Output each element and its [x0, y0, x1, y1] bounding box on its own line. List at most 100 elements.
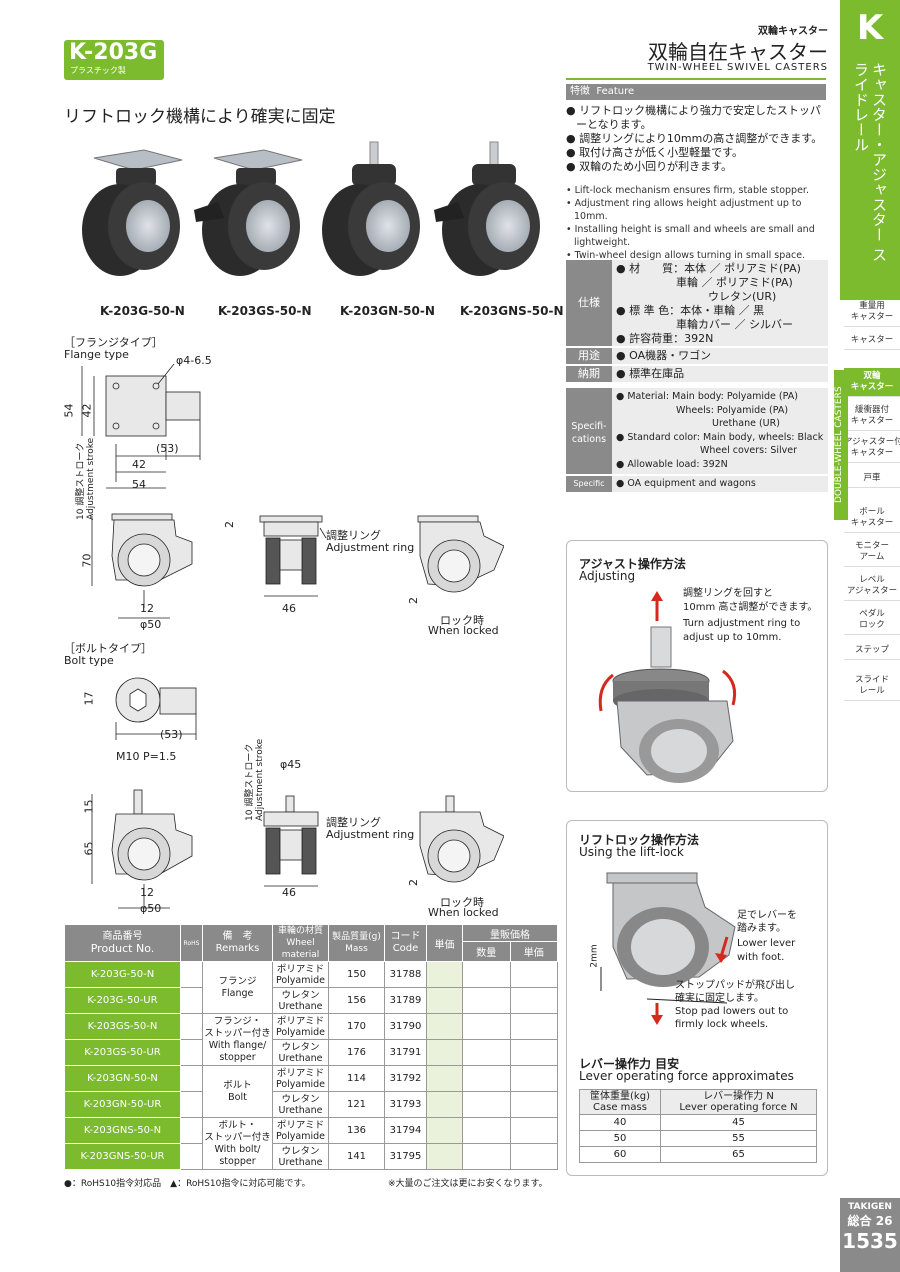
dim-17: 17 [82, 691, 96, 706]
lever-cell: 40 [578, 1114, 662, 1131]
product-name-2: K-203GS-50-N [218, 304, 312, 318]
spec-en-label: Specifi-cations [566, 388, 612, 474]
product-no-cell: K-203GNS-50-UR [64, 1143, 181, 1170]
spec-jp-line-4: ● 標 準 色：本体・車輪 ／ 黒 [616, 304, 765, 317]
mass-cell: 114 [328, 1065, 385, 1092]
header-rule [566, 78, 826, 80]
caster-photo-flange [82, 149, 183, 276]
sidebar-item-6[interactable]: ボール キャスター [844, 504, 900, 533]
dim-hole: φ4-6.5 [176, 354, 212, 367]
caster-photo-bolt [322, 141, 420, 276]
liftlock-t2-jp: ストップパッドが飛び出し 確実に固定します。 [675, 980, 795, 1004]
liftlock-title-en: Using the lift-lock [579, 845, 684, 859]
dim-70: 70 [80, 553, 94, 568]
code-cell: 31790 [384, 1013, 427, 1040]
qty-cell [462, 1065, 511, 1092]
flange-type-en: Flange type [64, 348, 129, 361]
sidebar-item-9[interactable]: ペダル ロック [844, 606, 900, 635]
flange-drawings [81, 363, 504, 619]
feature-jp-item: ● 双輪のため小回りが利きます。 [566, 160, 732, 173]
feature-en-item: • Adjustment ring allows height adjustme… [566, 198, 802, 222]
dim-53b: (53) [160, 728, 183, 741]
bolt-type-jp: ［ボルトタイプ］ [64, 642, 152, 655]
sidebar-item-10[interactable]: ステップ [844, 642, 900, 660]
spec-jp-delivery-label: 納期 [566, 366, 612, 382]
spec-en-use: ● OA equipment and wagons [612, 476, 828, 492]
spec-jp-line-1: ● 材 質：本体 ／ ポリアミド(PA) [616, 262, 801, 275]
footnote-right: ※大量のご注文は更にお安くなります。 [388, 1179, 548, 1189]
product-name-4: K-203GNS-50-N [460, 304, 564, 318]
unit-price-cell [509, 1143, 558, 1170]
sidebar-item-7[interactable]: モニター アーム [844, 538, 900, 567]
sidebar-item-4[interactable]: アジャスター付 キャスター [844, 434, 900, 463]
spec-jp-line-5: 車輪カバー ／ シルバー [676, 318, 793, 331]
sidebar-item-0[interactable]: 重量用 キャスター [844, 298, 900, 327]
liftlock-title-jp: リフトロック操作方法 [579, 833, 700, 847]
feature-jp-item: ● 調整リングにより10mmの高さ調整ができます。 [566, 132, 823, 145]
price-cell [426, 1039, 463, 1066]
bolt-type-en: Bolt type [64, 654, 114, 667]
liftlock-t2-en: Stop pad lowers out to firmly lock wheel… [675, 1006, 789, 1030]
dim-53: (53) [156, 442, 179, 455]
lever-cell: 65 [660, 1146, 817, 1163]
sidebar-item-5[interactable]: 戸車 [844, 470, 900, 488]
spec-jp-body: ● 材 質：本体 ／ ポリアミド(PA) 車輪 ／ ポリアミド(PA) ウレタン… [612, 260, 828, 346]
sidebar-item-3[interactable]: 緩衝器付 キャスター [844, 402, 900, 431]
feature-en-item: • Twin-wheel design allows turning in sm… [566, 250, 806, 261]
spec-en-body: ● Material: Main body: Polyamide (PA) Wh… [612, 388, 828, 474]
dim-42b: 42 [132, 458, 146, 471]
dim-2b: 2 [407, 597, 420, 604]
liftlock-box: リフトロック操作方法 Using the lift-lock 2mm 足でレバー… [566, 820, 828, 1176]
tab-vertical-text: キャスター・アジャスター スライドレール [852, 62, 888, 262]
footnote-left: ●：RoHS10指令対応品 ▲：RoHS10指令に対応可能です。 [64, 1179, 311, 1189]
spec-jp-use-label: 用途 [566, 348, 612, 364]
qty-cell [462, 961, 511, 988]
lever-cell: 60 [578, 1146, 662, 1163]
code-cell: 31789 [384, 987, 427, 1014]
rohs-cell [180, 1065, 203, 1092]
product-material: プラスチック製 [70, 66, 126, 75]
sidebar-item-8[interactable]: レベル アジャスター [844, 572, 900, 601]
product-no-cell: K-203GN-50-UR [64, 1091, 181, 1118]
dim-2c: 2 [407, 879, 420, 886]
page-number: 1535 [842, 1229, 898, 1253]
feature-list-jp: ● リフトロック機構により強力で安定したストッパーとなります。● 調整リングによ… [566, 104, 828, 174]
qty-cell [462, 987, 511, 1014]
spec-jp-use: ● OA機器・ワゴン [612, 348, 828, 364]
feature-jp-item: ● リフトロック機構により強力で安定したストッパーとなります。 [566, 104, 821, 131]
sidebar-item-1[interactable]: キャスター [844, 332, 900, 350]
dim-54: 54 [62, 403, 76, 418]
category-small: 双輪キャスター [758, 26, 828, 37]
lever-title-jp: レバー操作力 目安 [579, 1057, 680, 1071]
sidebar-item-2[interactable]: 双輪 キャスター [844, 368, 900, 397]
spec-en-block: Specifi-cations ● Material: Main body: P… [566, 388, 828, 504]
unit-price-cell [509, 1065, 558, 1092]
tab-letter: K [856, 8, 884, 48]
feature-header-jp: 特徴 [570, 86, 590, 97]
product-no-cell: K-203G-50-N [64, 961, 181, 988]
locked-en-2: When locked [428, 906, 499, 919]
spec-jp-line-3: ウレタン(UR) [708, 290, 777, 303]
mass-cell: 176 [328, 1039, 385, 1066]
dim-46: 46 [282, 602, 296, 615]
rohs-cell [180, 1117, 203, 1144]
qty-cell [462, 1117, 511, 1144]
dim-15: 15 [82, 799, 96, 814]
mass-cell: 170 [328, 1013, 385, 1040]
sidebar-item-11[interactable]: スライド レール [844, 672, 900, 701]
feature-header: 特徴 Feature [566, 84, 826, 100]
rohs-cell [180, 1143, 203, 1170]
lever-title-en: Lever operating force approximates [579, 1069, 794, 1083]
dim-12b: 12 [140, 886, 154, 899]
price-cell [426, 1091, 463, 1118]
